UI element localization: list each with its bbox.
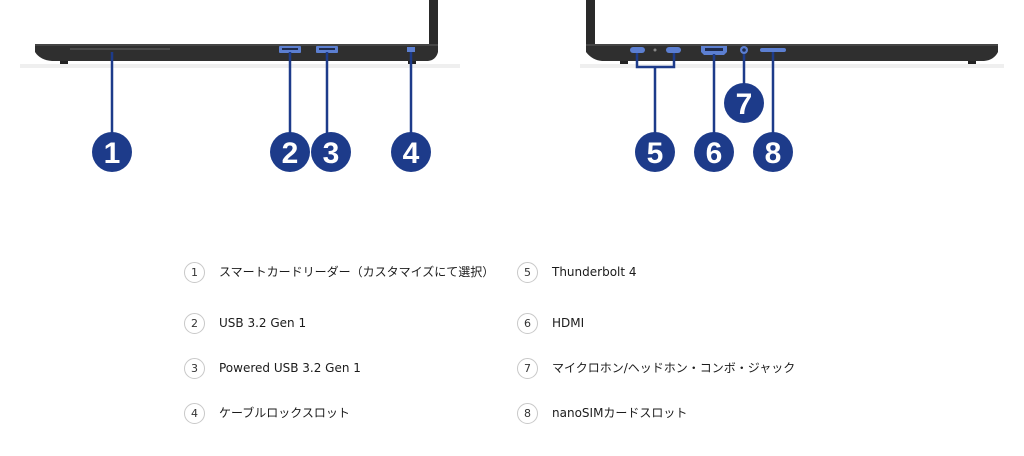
legend-number-8: 8	[517, 403, 538, 424]
legend-item-2: 2 USB 3.2 Gen 1	[184, 313, 306, 334]
legend-number-5: 5	[517, 262, 538, 283]
legend-label-7: マイクロホン/ヘッドホン・コンボ・ジャック	[552, 361, 796, 375]
callout-8-number: 8	[765, 137, 782, 170]
callout-6: 6	[694, 132, 734, 172]
sim-slot	[760, 48, 786, 52]
legend-item-8: 8 nanoSIMカードスロット	[517, 403, 687, 424]
callout-lines	[110, 52, 775, 136]
legend-label-2: USB 3.2 Gen 1	[219, 316, 307, 330]
lock-slot	[407, 47, 415, 52]
legend-item-4: 4 ケーブルロックスロット	[184, 403, 350, 424]
callout-1-circle	[92, 132, 132, 172]
right-side-laptop	[586, 0, 998, 64]
callout-7-number: 7	[736, 88, 753, 121]
callout-5-circle	[635, 132, 675, 172]
thunderbolt-port-2	[666, 47, 681, 53]
legend-number-4: 4	[184, 403, 205, 424]
callout-2-number: 2	[282, 137, 299, 170]
legend-label-8: nanoSIMカードスロット	[552, 406, 688, 420]
callout-3-circle	[311, 132, 351, 172]
callout-7: 7	[724, 83, 764, 123]
callout-3-number: 3	[323, 137, 340, 170]
legend-label-4: ケーブルロックスロット	[219, 406, 350, 420]
callout-6-circle	[694, 132, 734, 172]
legend-item-7: 7 マイクロホン/ヘッドホン・コンボ・ジャック	[517, 358, 795, 379]
callout-7-circle	[724, 83, 764, 123]
callout-4-number: 4	[403, 137, 420, 170]
callout-2: 2	[270, 132, 310, 172]
left-side-laptop	[35, 0, 438, 64]
left-laptop-lid	[429, 0, 438, 52]
legend-number-2: 2	[184, 313, 205, 334]
legend-item-1: 1 スマートカードリーダー（カスタマイズにて選択）	[184, 262, 499, 283]
thunderbolt-port-1	[630, 47, 645, 53]
legend-number-3: 3	[184, 358, 205, 379]
legend-label-5: Thunderbolt 4	[552, 265, 637, 279]
legend-label-6: HDMI	[552, 316, 585, 330]
callout-2-circle	[270, 132, 310, 172]
legend-label-3: Powered USB 3.2 Gen 1	[219, 361, 361, 375]
right-ground-shadow	[580, 64, 1004, 68]
callout-4-circle	[391, 132, 431, 172]
legend-item-5: 5 Thunderbolt 4	[517, 262, 637, 283]
smart-card-slot	[70, 48, 170, 50]
callout-1: 1	[92, 132, 132, 172]
callout-5: 5	[635, 132, 675, 172]
callout-6-number: 6	[706, 137, 723, 170]
left-ground-shadow	[20, 64, 460, 68]
callout-8: 8	[753, 132, 793, 172]
callout-5-number: 5	[647, 137, 664, 170]
callout-3: 3	[311, 132, 351, 172]
legend-number-1: 1	[184, 262, 205, 283]
right-laptop-base	[586, 44, 998, 61]
callout-1-number: 1	[104, 137, 121, 170]
legend-item-6: 6 HDMI	[517, 313, 584, 334]
right-laptop-lid	[586, 0, 595, 52]
legend-number-7: 7	[517, 358, 538, 379]
callout-4: 4	[391, 132, 431, 172]
legend-label-1: スマートカードリーダー（カスタマイズにて選択）	[219, 265, 495, 279]
callout-8-circle	[753, 132, 793, 172]
legend-number-6: 6	[517, 313, 538, 334]
laptop-side-views: 1 2 3 4 5 6 7 8	[20, 0, 1004, 172]
legend-item-3: 3 Powered USB 3.2 Gen 1	[184, 358, 361, 379]
